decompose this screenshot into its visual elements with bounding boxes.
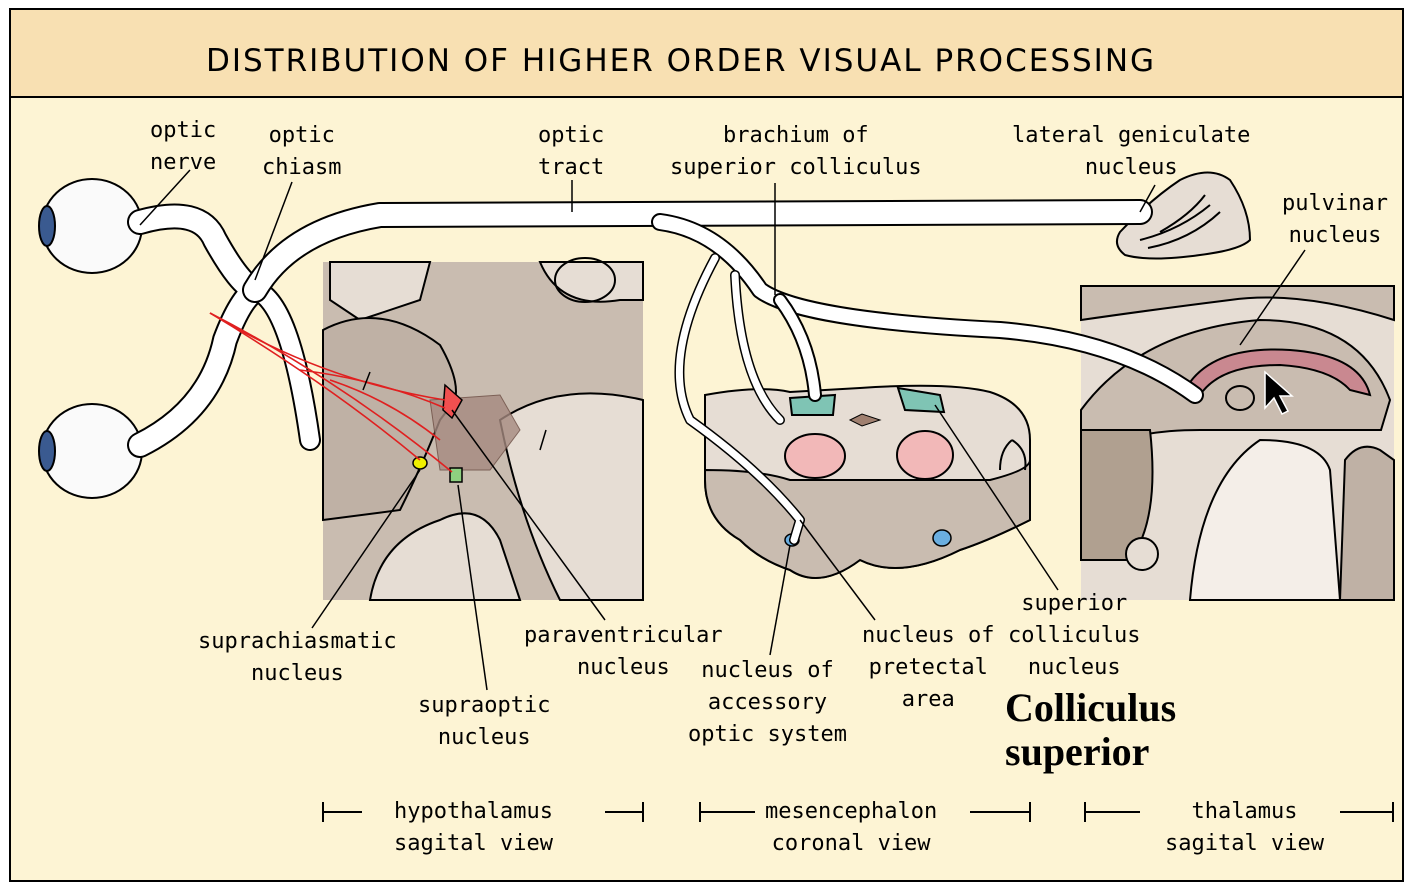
eyes: [39, 179, 142, 498]
mesencephalon-panel: [705, 386, 1030, 578]
section-thalamus: thalamus sagital view: [1165, 796, 1324, 860]
label-brachium: brachium of superior colliculus: [670, 120, 922, 184]
annotation-line-1: Colliculus: [1005, 686, 1176, 730]
label-pulvinar: pulvinar nucleus: [1282, 188, 1388, 252]
section-mesencephalon: mesencephalon coronal view: [765, 796, 937, 860]
optic-pathways: [140, 212, 1195, 540]
label-accessory: nucleus of accessory optic system: [688, 655, 847, 751]
label-optic-tract: optic tract: [538, 120, 604, 184]
section-hypothalamus: hypothalamus sagital view: [394, 796, 553, 860]
annotation-line-2: superior: [1005, 730, 1149, 774]
supraoptic-marker: [450, 468, 462, 482]
upper-eye: [42, 179, 142, 273]
label-lgn: lateral geniculate nucleus: [1012, 120, 1250, 184]
lower-eye: [42, 404, 142, 498]
label-superior-colliculus: superior colliculus nucleus: [1008, 588, 1140, 684]
hypothalamus-panel: [323, 258, 643, 600]
label-pretectal: nucleus of pretectal area: [862, 620, 994, 716]
thalamus-panel: [1081, 286, 1394, 600]
label-supraoptic: supraoptic nucleus: [418, 690, 550, 754]
label-optic-chiasm: optic chiasm: [262, 120, 341, 184]
suprachiasmatic-marker: [413, 457, 427, 469]
label-suprachiasmatic: suprachiasmatic nucleus: [198, 626, 397, 690]
label-optic-nerve: optic nerve: [150, 115, 216, 179]
